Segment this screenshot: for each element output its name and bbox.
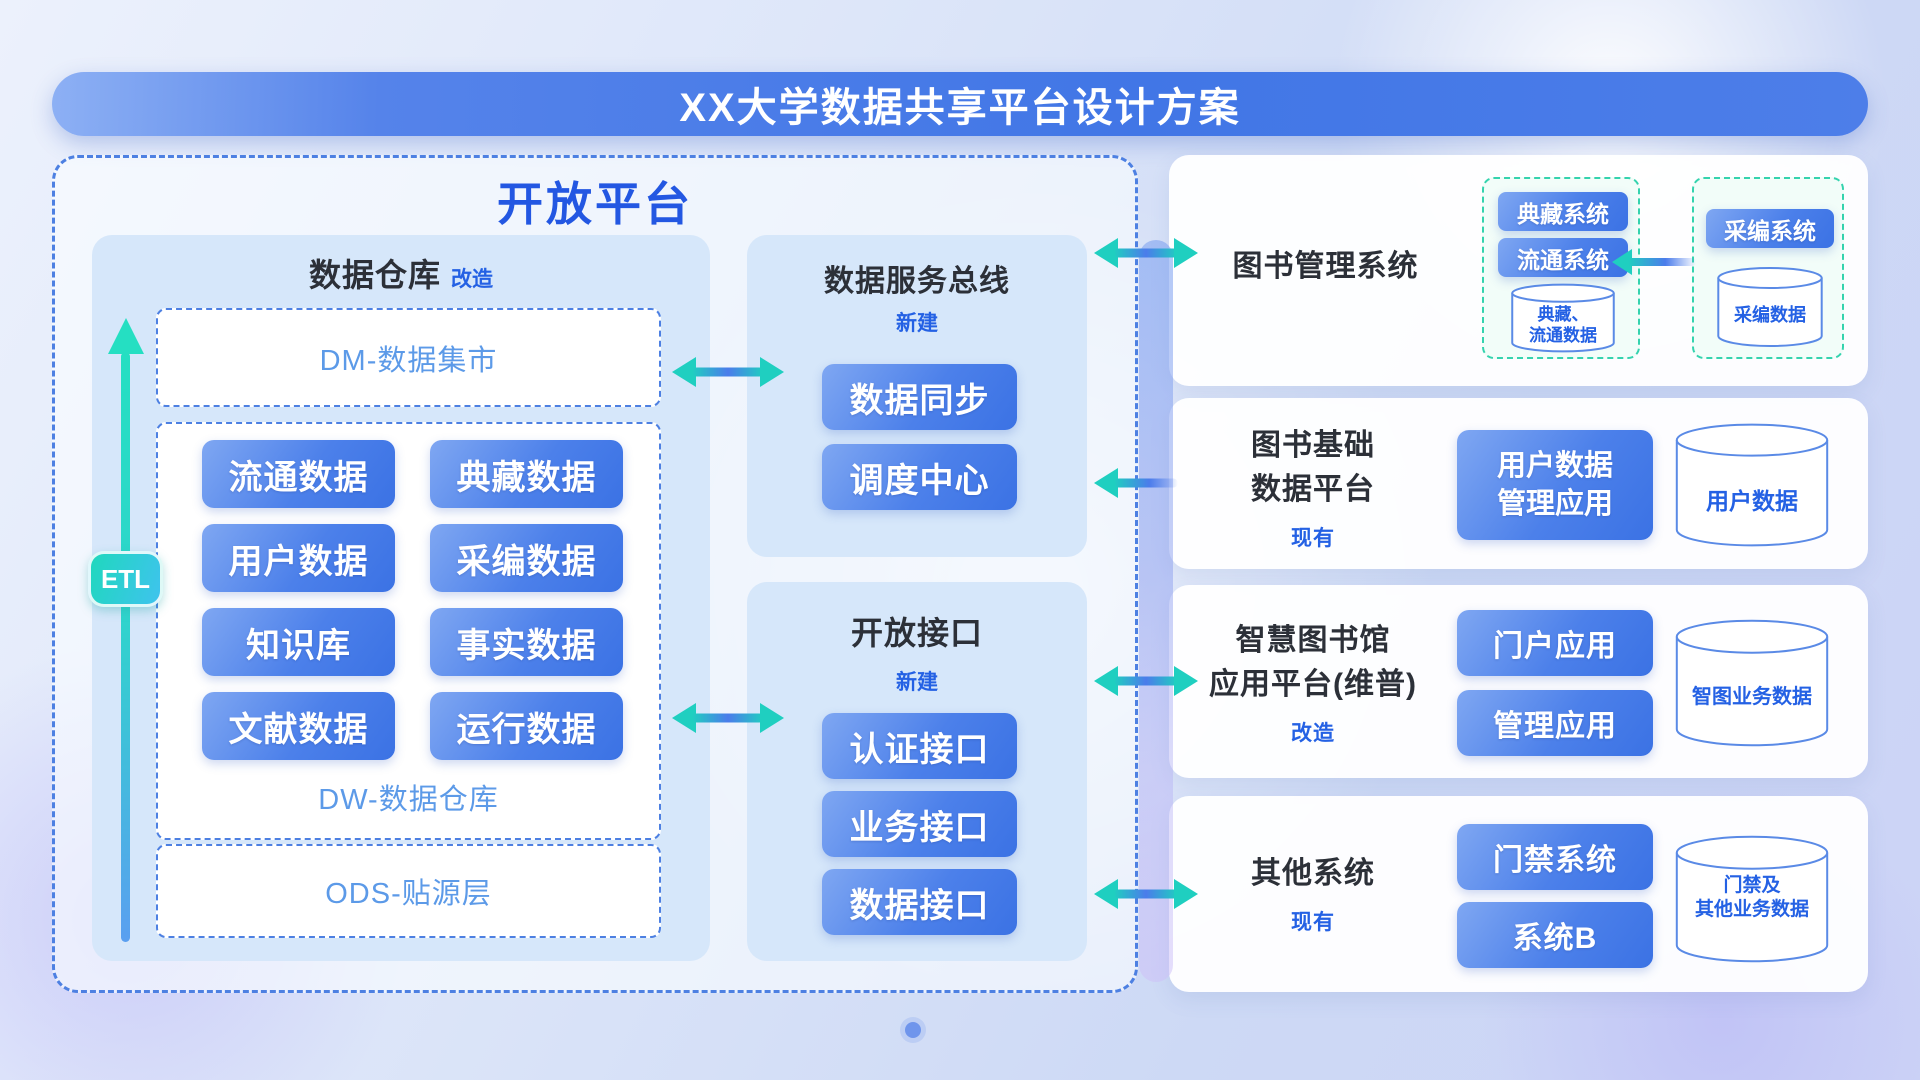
service-bus-status-badge: 新建 [896, 312, 938, 335]
database-cylinder: 用户数据 [1672, 420, 1832, 550]
database-cylinder: 门禁及 其他业务数据 [1672, 832, 1832, 966]
dm-label: DM-数据集市 [319, 344, 498, 377]
system-collection: 典藏系统 [1498, 192, 1628, 231]
module-dispatch-center: 调度中心 [822, 444, 1017, 510]
base-data-platform-name: 图书基础 数据平台 现有 [1169, 424, 1457, 552]
db-label: 智图业务数据 [1692, 686, 1812, 708]
app-user-data-mgmt: 用户数据 管理应用 [1457, 430, 1653, 540]
app-access-control: 门禁系统 [1457, 824, 1653, 890]
module-business-api: 业务接口 [822, 791, 1017, 857]
open-api-status-badge: 新建 [896, 671, 938, 694]
library-mgmt-panel: 图书管理系统 典藏系统 流通系统 典藏、 流通数据 采编系统 [1169, 155, 1868, 386]
double-arrow-icon [1094, 236, 1198, 270]
data-block-literature: 文献数据 [202, 692, 395, 760]
ods-label: ODS-贴源层 [325, 878, 492, 910]
system-acquisition: 采编系统 [1706, 209, 1834, 248]
module-data-sync: 数据同步 [822, 364, 1017, 430]
open-api-panel: 开放接口 新建 认证接口 业务接口 数据接口 [747, 582, 1087, 961]
data-warehouse-status-badge: 改造 [451, 268, 493, 291]
left-arrow-icon [1612, 249, 1716, 275]
db-label: 门禁及 其他业务数据 [1694, 875, 1809, 920]
bus-band [1139, 240, 1173, 982]
left-arrow-icon [1094, 466, 1198, 500]
library-mgmt-name: 图书管理系统 [1232, 250, 1419, 283]
status-badge: 改造 [1291, 722, 1335, 745]
base-data-platform-panel: 图书基础 数据平台 现有 用户数据 管理应用 用户数据 [1169, 398, 1868, 569]
smart-library-panel: 智慧图书馆 应用平台(维普) 改造 门户应用 管理应用 智图业务数据 [1169, 585, 1868, 778]
module-data-api: 数据接口 [822, 869, 1017, 935]
smart-library-name: 智慧图书馆 应用平台(维普) 改造 [1163, 619, 1463, 747]
data-block-knowledge: 知识库 [202, 608, 395, 676]
etl-up-arrow-icon [108, 318, 144, 354]
etl-arrow-line [121, 352, 130, 942]
database-cylinder-icon [1672, 616, 1832, 750]
db-label: 采编数据 [1734, 305, 1806, 325]
database-cylinder-icon [1509, 282, 1617, 354]
dw-label: DW-数据仓库 [318, 784, 499, 816]
open-api-header: 开放接口 [747, 608, 1087, 654]
data-block-user: 用户数据 [202, 524, 395, 592]
slide-title-bar: XX大学数据共享平台设计方案 [52, 72, 1868, 136]
data-block-circulation: 流通数据 [202, 440, 395, 508]
open-api-title: 开放接口 [850, 615, 983, 651]
database-cylinder: 典藏、 流通数据 [1509, 282, 1617, 354]
other-systems-name: 其他系统 现有 [1169, 852, 1457, 936]
data-warehouse-header: 数据仓库 改造 [92, 250, 710, 296]
app-portal: 门户应用 [1457, 610, 1653, 676]
other-systems-panel: 其他系统 现有 门禁系统 系统B 门禁及 其他业务数据 [1169, 796, 1868, 992]
status-badge: 现有 [1291, 911, 1335, 934]
database-cylinder-icon [1672, 832, 1832, 966]
data-block-acquisition: 采编数据 [430, 524, 623, 592]
double-arrow-icon [1094, 664, 1198, 698]
data-block-operation: 运行数据 [430, 692, 623, 760]
status-badge: 现有 [1291, 527, 1335, 550]
database-cylinder: 采编数据 [1715, 265, 1825, 349]
database-cylinder: 智图业务数据 [1672, 616, 1832, 750]
double-arrow-icon [1094, 877, 1198, 911]
db-label: 典藏、 流通数据 [1529, 305, 1597, 345]
data-warehouse-title: 数据仓库 [308, 257, 441, 293]
db-label: 用户数据 [1706, 488, 1798, 514]
service-bus-header: 数据服务总线 [747, 256, 1087, 300]
module-auth-api: 认证接口 [822, 713, 1017, 779]
acquisition-group: 采编系统 采编数据 [1692, 177, 1844, 359]
double-arrow-icon [672, 355, 784, 389]
app-management: 管理应用 [1457, 690, 1653, 756]
database-cylinder-icon [1672, 420, 1832, 550]
open-platform-title: 开放平台 [497, 178, 693, 230]
slide-title: XX大学数据共享平台设计方案 [679, 86, 1241, 130]
dw-data-warehouse-box: 流通数据 典藏数据 用户数据 采编数据 知识库 事实数据 文献数据 运行数据 D… [156, 422, 661, 840]
service-bus-panel: 数据服务总线 新建 数据同步 调度中心 [747, 235, 1087, 557]
double-arrow-icon [672, 701, 784, 735]
dm-data-mart-box: DM-数据集市 [156, 308, 661, 407]
app-system-b: 系统B [1457, 902, 1653, 968]
etl-badge: ETL [88, 551, 163, 607]
slide-indicator-dot [905, 1022, 921, 1038]
ods-source-layer-box: ODS-贴源层 [156, 844, 661, 938]
service-bus-title: 数据服务总线 [824, 265, 1010, 298]
database-cylinder-icon [1715, 265, 1825, 349]
data-block-collection: 典藏数据 [430, 440, 623, 508]
data-block-fact: 事实数据 [430, 608, 623, 676]
system-circulation: 流通系统 [1498, 238, 1628, 277]
